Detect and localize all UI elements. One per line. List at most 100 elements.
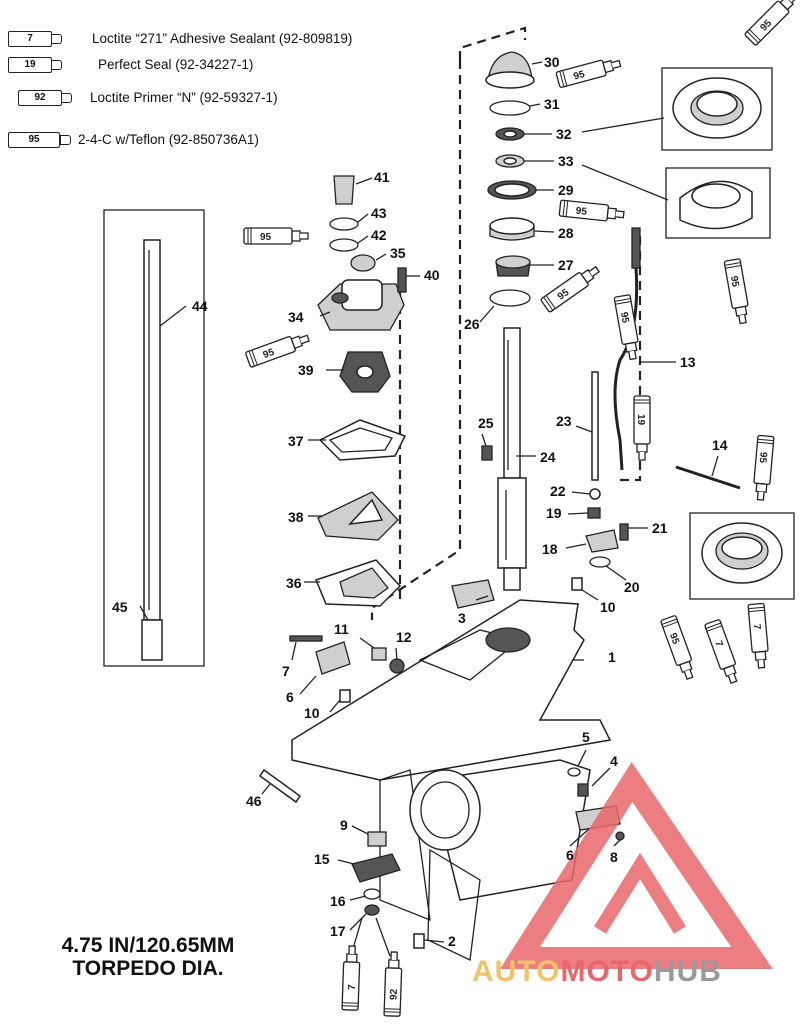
callout-32: 32 [556, 126, 572, 142]
svg-text:95: 95 [575, 206, 588, 218]
callout-27: 27 [558, 257, 574, 273]
legend-item-loctite-primer: 92 Loctite Primer “N” (92-59327-1) [18, 89, 278, 106]
legend-item-2-4-c: 95 2-4-C w/Teflon (92-850736A1) [8, 131, 259, 148]
tube-icon-95: 95 [659, 614, 699, 682]
svg-text:7: 7 [712, 639, 724, 648]
svg-text:95: 95 [260, 232, 272, 243]
callout-6: 6 [566, 847, 574, 863]
driveshaft [497, 327, 527, 591]
tube-icon-95: 95 [555, 55, 623, 89]
callout-25: 25 [478, 415, 494, 431]
callout-5: 5 [582, 729, 590, 745]
svg-text:95: 95 [572, 69, 586, 83]
pinion-gear-set [351, 831, 425, 949]
tube-icon-7: 7 [703, 618, 743, 686]
svg-text:95: 95 [728, 275, 741, 288]
svg-text:95: 95 [757, 451, 769, 463]
svg-text:95: 95 [262, 347, 277, 361]
drain-screw [577, 783, 589, 797]
automotohub-watermark: AUTOMOTOHUB [472, 955, 722, 988]
assembly-dashed-line [458, 26, 527, 60]
svg-text:7: 7 [751, 624, 762, 631]
nut [615, 831, 625, 841]
washer [389, 658, 405, 674]
legend-item-perfect-seal: 19 Perfect Seal (92-34227-1) [8, 56, 254, 73]
legend-text: 2-4-C w/Teflon (92-850736A1) [78, 131, 259, 147]
callout-42: 42 [371, 227, 387, 243]
callout-12: 12 [396, 629, 412, 645]
screw [289, 635, 323, 642]
tube-icon-95: 95 [539, 262, 603, 314]
bearing-detail-box-upper [661, 67, 773, 151]
callout-8: 8 [610, 849, 618, 865]
callout-10: 10 [600, 599, 616, 615]
gear-housing [291, 599, 612, 961]
legend-text: Loctite “271” Adhesive Sealant (92-80981… [92, 30, 353, 46]
callout-1: 1 [608, 649, 616, 665]
bearing-detail-box-lower [689, 512, 795, 600]
callout-15: 15 [314, 851, 330, 867]
tube-icon: 7 [8, 30, 62, 47]
callout-40: 40 [424, 267, 440, 283]
bearing-detail-box-middle [665, 167, 771, 239]
shift-linkage [585, 227, 741, 568]
callout-13: 13 [680, 354, 696, 370]
tube-icon: 19 [8, 56, 62, 73]
tube-icon-95: 95 [743, 0, 800, 47]
leader-lines [139, 61, 719, 957]
callout-43: 43 [371, 205, 387, 221]
callout-34: 34 [288, 309, 304, 325]
callout-35: 35 [390, 245, 406, 261]
tube-icon: 92 [18, 89, 72, 106]
water-pump-assembly [314, 175, 407, 607]
callout-10: 10 [304, 705, 320, 721]
vent-screw [371, 647, 387, 661]
svg-text:19: 19 [635, 414, 646, 426]
tube-icon-7: 7 [747, 602, 771, 670]
callout-19: 19 [546, 505, 562, 521]
tube-icon-95: 95 [243, 227, 309, 245]
anode [451, 579, 495, 609]
callout-29: 29 [558, 182, 574, 198]
tube-icon-95: 95 [723, 257, 752, 326]
svg-text:7: 7 [347, 984, 358, 990]
callout-44: 44 [192, 298, 208, 314]
callout-26: 26 [464, 316, 480, 332]
tube-icon-92: 92 [383, 951, 403, 1017]
automotohub-logo-mark [499, 762, 773, 969]
tube-icon-19: 19 [633, 395, 651, 461]
torpedo-line-1: 4.75 IN/120.65MM [61, 934, 235, 957]
callout-11: 11 [334, 621, 349, 637]
assembly-dashed-line [370, 60, 462, 620]
callout-37: 37 [288, 433, 304, 449]
assembly-dashed-line [620, 230, 642, 482]
svg-text:92: 92 [389, 988, 400, 1000]
svg-text:95: 95 [667, 632, 681, 647]
callout-6: 6 [286, 689, 294, 705]
dowel-pin [571, 577, 583, 591]
key [481, 445, 493, 461]
callout-31: 31 [544, 96, 560, 112]
pinion-bearing-stack [485, 51, 537, 307]
callout-45: 45 [112, 599, 128, 615]
callout-7: 7 [282, 663, 290, 679]
callout-21: 21 [652, 520, 668, 536]
legend-text: Loctite Primer “N” (92-59327-1) [90, 89, 278, 105]
callout-18: 18 [542, 541, 558, 557]
torpedo-diameter-note: 4.75 IN/120.65MM TORPEDO DIA. [28, 934, 268, 980]
tube-icon: 95 [8, 131, 71, 148]
torpedo-line-2: TORPEDO DIA. [72, 957, 224, 981]
callout-2: 2 [448, 933, 456, 949]
callout-17: 17 [330, 923, 346, 939]
tube-icon-95: 95 [751, 434, 775, 502]
callout-46: 46 [246, 793, 262, 809]
legend-text: Perfect Seal (92-34227-1) [98, 56, 254, 72]
trim-tab [315, 641, 351, 675]
tube-icon-7: 7 [341, 945, 361, 1011]
tube-icon-95: 95 [558, 199, 626, 224]
callout-41: 41 [374, 169, 390, 185]
callout-33: 33 [558, 153, 574, 169]
tube-icon-95: 95 [244, 329, 312, 369]
legend-item-loctite-271: 7 Loctite “271” Adhesive Sealant (92-809… [8, 30, 353, 47]
callout-23: 23 [556, 413, 572, 429]
